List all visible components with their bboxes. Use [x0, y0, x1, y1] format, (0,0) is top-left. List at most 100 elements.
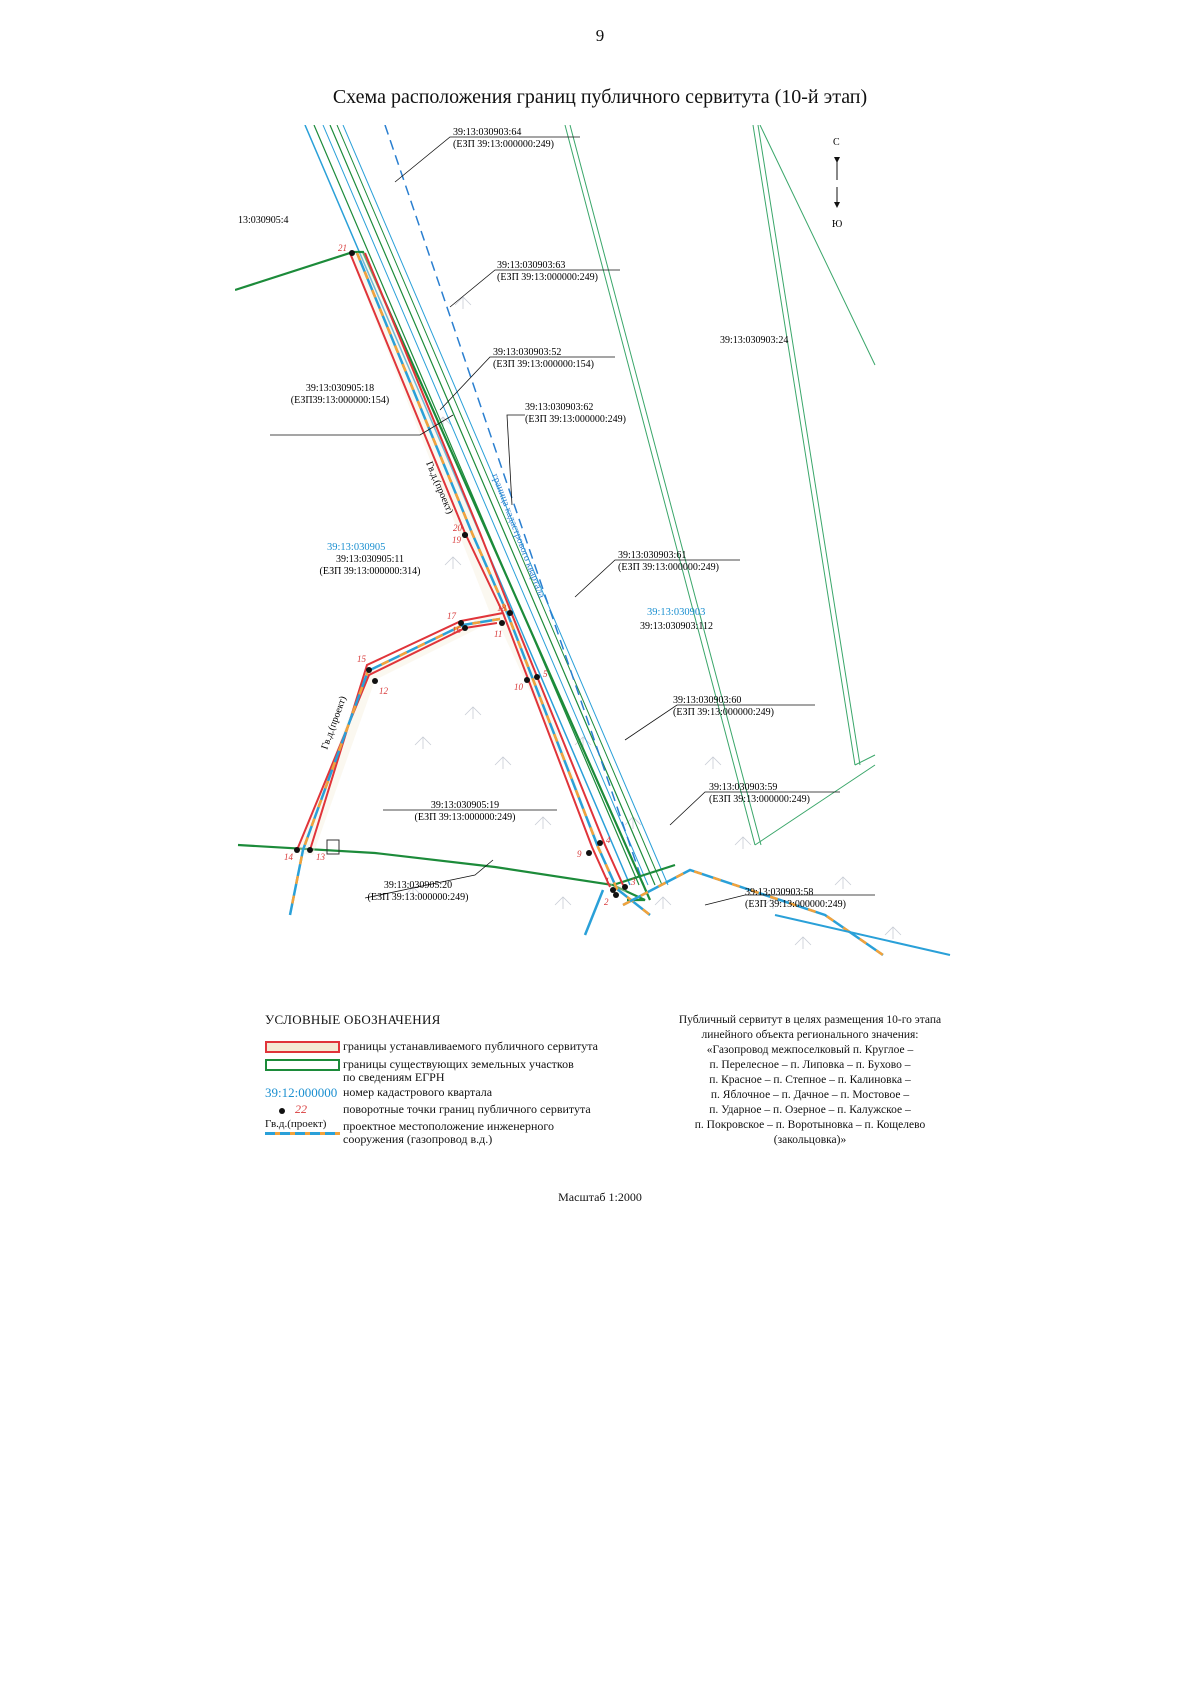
parcel-label-030903-24: 39:13:030903:24 — [720, 335, 788, 346]
turning-point-18 — [507, 610, 513, 616]
parcel-label-030903-112: 39:13:030903:112 — [640, 621, 713, 632]
parcel-label-p12-ezp: (ЕЗП 39:13:000000:314) — [320, 566, 421, 577]
legend-servitude-swatch — [265, 1041, 340, 1053]
purpose-line: «Газопровод межпоселковый п. Круглое – — [706, 1044, 914, 1056]
turning-point-label-10: 10 — [514, 682, 524, 692]
turning-point-15 — [366, 667, 372, 673]
purpose-line: Публичный сервитут в целях размещения 10… — [678, 1014, 942, 1026]
turning-point-label-12: 12 — [379, 686, 389, 696]
turning-point-label-2: 2 — [604, 897, 609, 907]
turning-point-label-4: 4 — [606, 835, 611, 845]
turning-point-9 — [586, 850, 592, 856]
legend-gas-symbol: Гв.д.(проект) — [265, 1118, 340, 1138]
legend-quarter-code: 39:12:000000 — [265, 1085, 338, 1100]
turning-point-label-1: 1 — [605, 876, 610, 886]
purpose-line: п. Красное – п. Степное – п. Калиновка – — [709, 1074, 911, 1086]
legend-gas-text-line2: сооружения (газопровод в.д.) — [343, 1132, 493, 1146]
legend-points-text: поворотные точки границ публичного серви… — [343, 1102, 591, 1116]
legend-gas-label: Гв.д.(проект) — [265, 1118, 327, 1130]
legend-parcel-text-line2: по сведениям ЕГРН — [343, 1070, 445, 1084]
parcel-label-p10-code: 39:13:030905:20 — [384, 880, 452, 891]
legend-parcel-text-line1: границы существующих земельных участков — [343, 1057, 574, 1071]
turning-point-13 — [307, 847, 313, 853]
leader-lines — [270, 136, 875, 906]
parcel-label-p1-code: 39:13:030903:64 — [453, 127, 521, 138]
parcel-label-p1-ezp: (ЕЗП 39:13:000000:249) — [453, 139, 554, 150]
turning-point-19 — [462, 532, 468, 538]
servitude-purpose: Публичный сервитут в целях размещения 10… — [655, 1013, 965, 1148]
legend-quarter-text: номер кадастрового квартала — [343, 1085, 493, 1099]
parcel-label-p3-code: 39:13:030903:52 — [493, 347, 561, 358]
parcel-label-p4-code: 39:13:030905:18 — [306, 383, 374, 394]
parcel-label-p12-code: 39:13:030905:11 — [336, 554, 404, 565]
quarter-label-030905: 39:13:030905 — [327, 542, 385, 553]
north-arrow: С Ю — [832, 137, 842, 230]
turning-point-label-9: 9 — [577, 849, 582, 859]
servitude-boundary — [296, 252, 627, 895]
road-corridor — [304, 125, 669, 886]
servitude-map: С Ю Гв.д.(проект) Гв.д.(проект) граница … — [235, 125, 951, 957]
legend-gas-text-line1: проектное местоположение инженерного — [343, 1119, 555, 1133]
parcel-label-p4-ezp: (ЕЗП39:13:000000:154) — [291, 395, 389, 406]
parcel-label-p8-code: 39:13:030903:59 — [709, 782, 777, 793]
turning-point-label-21: 21 — [338, 243, 347, 253]
parcel-boundaries-right — [564, 125, 876, 846]
turning-point-label-13: 13 — [316, 852, 326, 862]
purpose-line: линейного объекта регионального значения… — [701, 1029, 919, 1041]
turning-point-17 — [458, 620, 464, 626]
scale-label: Масштаб 1:2000 — [558, 1190, 642, 1204]
purpose-line: п. Яблочное – п. Дачное – п. Мостовое – — [710, 1089, 910, 1101]
purpose-line: п. Покровское – п. Воротыновка – п. Коще… — [694, 1119, 926, 1131]
turning-point-label-11: 11 — [494, 629, 502, 639]
turning-point-3 — [622, 884, 628, 890]
legend-gas-line — [265, 1132, 340, 1135]
turning-point-14 — [294, 847, 300, 853]
parcel-label-p5-ezp: (ЕЗП 39:13:000000:249) — [525, 414, 626, 425]
turning-point-label-5: 5 — [543, 669, 548, 679]
parcel-labels: 39:13:030903:64(ЕЗП 39:13:000000:249)39:… — [291, 127, 846, 910]
legend-point-number: 22 — [295, 1102, 307, 1116]
legend-point-symbol: 22 — [265, 1103, 340, 1119]
parcel-label-p7-code: 39:13:030903:60 — [673, 695, 741, 706]
page-number: 9 — [595, 26, 605, 45]
turning-point-11 — [499, 620, 505, 626]
building-symbol — [326, 839, 340, 855]
parcel-label-p10-ezp: (ЕЗП 39:13:000000:249) — [368, 892, 469, 903]
purpose-line: п. Перелесное – п. Липовка – п. Бухово – — [709, 1059, 911, 1071]
parcel-label-p9-code: 39:13:030905:19 — [431, 800, 499, 811]
turning-point-label-19: 19 — [452, 535, 462, 545]
parcel-label-13-030905-4: 13:030905:4 — [238, 215, 289, 226]
legend-point-dot — [279, 1108, 285, 1114]
turning-point-10 — [524, 677, 530, 683]
north-label: С — [833, 137, 840, 148]
turning-point-4 — [597, 840, 603, 846]
parcel-label-p6-code: 39:13:030903:61 — [618, 550, 686, 561]
parcel-label-p7-ezp: (ЕЗП 39:13:000000:249) — [673, 707, 774, 718]
parcel-label-p8-ezp: (ЕЗП 39:13:000000:249) — [709, 794, 810, 805]
turning-point-5 — [534, 674, 540, 680]
turning-point-12 — [372, 678, 378, 684]
legend-servitude-text: границы устанавливаемого публичного серв… — [343, 1039, 598, 1053]
parcel-label-p11-ezp: (ЕЗП 39:13:000000:249) — [745, 899, 846, 910]
vegetation-marks — [404, 296, 902, 949]
parcel-label-p9-ezp: (ЕЗП 39:13:000000:249) — [415, 812, 516, 823]
parcel-label-p2-code: 39:13:030903:63 — [497, 260, 565, 271]
legend-gas-text: проектное местоположение инженерного соо… — [343, 1120, 554, 1146]
legend-title: УСЛОВНЫЕ ОБОЗНАЧЕНИЯ — [265, 1012, 441, 1027]
south-label: Ю — [832, 219, 842, 230]
parcel-label-p6-ezp: (ЕЗП 39:13:000000:249) — [618, 562, 719, 573]
existing-parcels — [235, 250, 676, 902]
gas-pipeline-east — [774, 914, 951, 956]
turning-point-16 — [462, 625, 468, 631]
turning-point-2 — [613, 892, 619, 898]
turning-point-label-3: 3 — [630, 877, 636, 887]
parcel-label-p2-ezp: (ЕЗП 39:13:000000:249) — [497, 272, 598, 283]
parcel-label-p3-ezp: (ЕЗП 39:13:000000:154) — [493, 359, 594, 370]
parcel-label-p11-code: 39:13:030903:58 — [745, 887, 813, 898]
turning-point-label-20: 20 — [453, 523, 463, 533]
turning-point-label-17: 17 — [447, 611, 457, 621]
legend-parcel-swatch — [265, 1059, 340, 1071]
turning-point-label-14: 14 — [284, 852, 294, 862]
quarter-boundary-line — [384, 125, 648, 896]
